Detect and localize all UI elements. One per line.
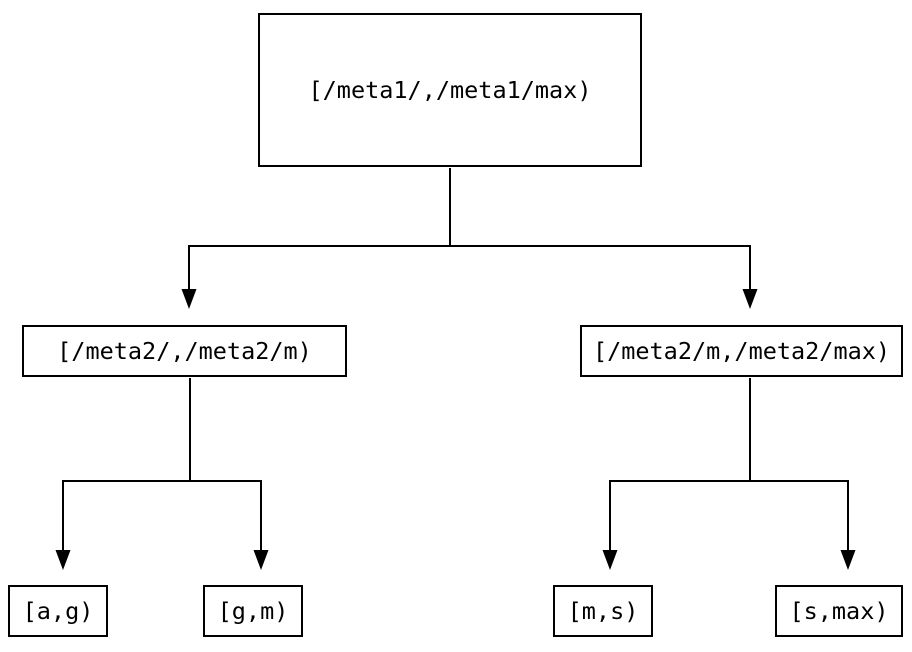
- arrowhead-to-leaf-ag: [55, 550, 71, 570]
- arrowhead-to-leaf-gm: [253, 550, 269, 570]
- node-leaf-ms: [m,s): [553, 585, 653, 637]
- arrowhead-to-leaf-smax: [840, 550, 856, 570]
- node-leaf-smax: [s,max): [775, 585, 903, 637]
- arrowhead-to-right: [742, 289, 758, 309]
- node-root: [/meta1/,/meta1/max): [258, 13, 642, 167]
- edge-left-rail: [62, 480, 262, 551]
- node-left-range: [/meta2/,/meta2/m): [22, 325, 347, 377]
- edge-root-rail: [188, 245, 751, 290]
- node-leaf-ag: [a,g): [8, 585, 108, 637]
- edge-right-rail: [609, 480, 849, 551]
- arrowhead-to-left: [181, 289, 197, 309]
- node-right-range: [/meta2/m,/meta2/max): [580, 325, 903, 377]
- arrowhead-to-leaf-ms: [602, 550, 618, 570]
- node-leaf-gm: [g,m): [203, 585, 303, 637]
